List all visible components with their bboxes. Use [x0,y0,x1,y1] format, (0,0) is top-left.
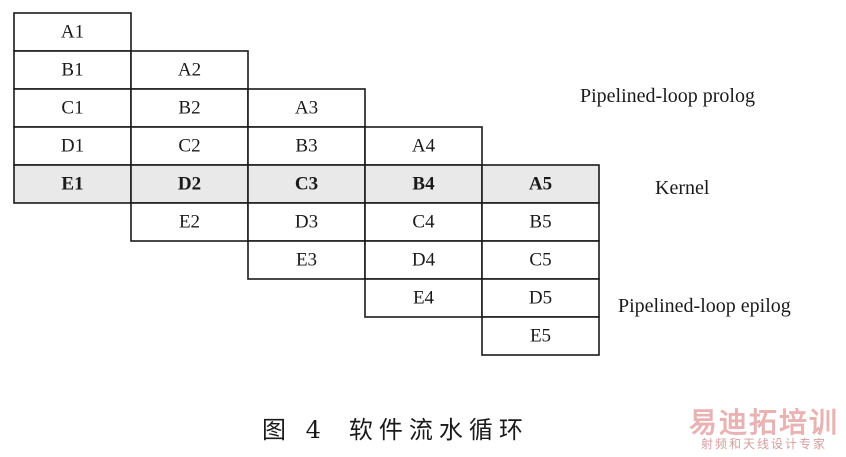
figure-caption: 图 4 软件流水循环 [262,418,529,442]
stage-cell-b3 [247,126,366,166]
prolog-label: Pipelined-loop prolog [580,85,755,107]
stage-cell-a3 [247,88,366,128]
stage-label-b3: B3 [295,135,317,156]
stage-cell-a5 [481,164,600,204]
stage-label-a4: A4 [412,135,436,156]
stage-label-c1: C1 [61,97,83,118]
figure-number: 图 4 [262,416,327,444]
watermark-sub-text: 射频和天线设计专家 [700,437,827,452]
stage-label-d2: D2 [178,173,201,194]
stage-cell-d3 [247,202,366,242]
stage-cell-a1 [13,12,132,52]
stage-label-b4: B4 [412,173,435,194]
stage-cell-e1 [13,164,132,204]
kernel-label: Kernel [655,177,710,199]
stage-label-d5: D5 [529,287,552,308]
stage-label-d4: D4 [412,249,436,270]
stage-cell-d5 [481,278,600,318]
stage-cell-e2 [130,202,249,242]
stage-label-a5: A5 [529,173,552,194]
stage-label-d1: D1 [61,135,84,156]
stage-label-a3: A3 [295,97,318,118]
stage-label-c3: C3 [295,173,318,194]
stage-label-e4: E4 [413,287,435,308]
stage-cell-c2 [130,126,249,166]
stage-cell-b1 [13,50,132,90]
stage-label-e1: E1 [61,173,83,194]
stage-cell-e5 [481,316,600,356]
stage-label-b2: B2 [178,97,200,118]
stage-cell-b5 [481,202,600,242]
stage-label-e5: E5 [530,325,551,346]
stage-label-e3: E3 [296,249,317,270]
stage-cell-b4 [364,164,483,204]
stage-cell-a4 [364,126,483,166]
stage-label-b1: B1 [61,59,83,80]
stage-cell-d4 [364,240,483,280]
stage-label-b5: B5 [529,211,551,232]
watermark-main-text: 易迪拓培训 [688,406,839,439]
stage-label-c5: C5 [529,249,551,270]
stage-cell-e4 [364,278,483,318]
stage-label-c4: C4 [412,211,435,232]
stage-label-a1: A1 [61,21,84,42]
stage-label-a2: A2 [178,59,201,80]
epilog-label: Pipelined-loop epilog [618,295,791,317]
figure-title: 软件流水循环 [348,416,529,444]
stage-cell-c5 [481,240,600,280]
stage-label-e2: E2 [179,211,200,232]
stage-cell-a2 [130,50,249,90]
stage-label-c2: C2 [178,135,200,156]
stage-cell-c4 [364,202,483,242]
watermark-logo: 易迪拓培训 射频和天线设计专家 [684,408,844,452]
stage-label-d3: D3 [295,211,318,232]
